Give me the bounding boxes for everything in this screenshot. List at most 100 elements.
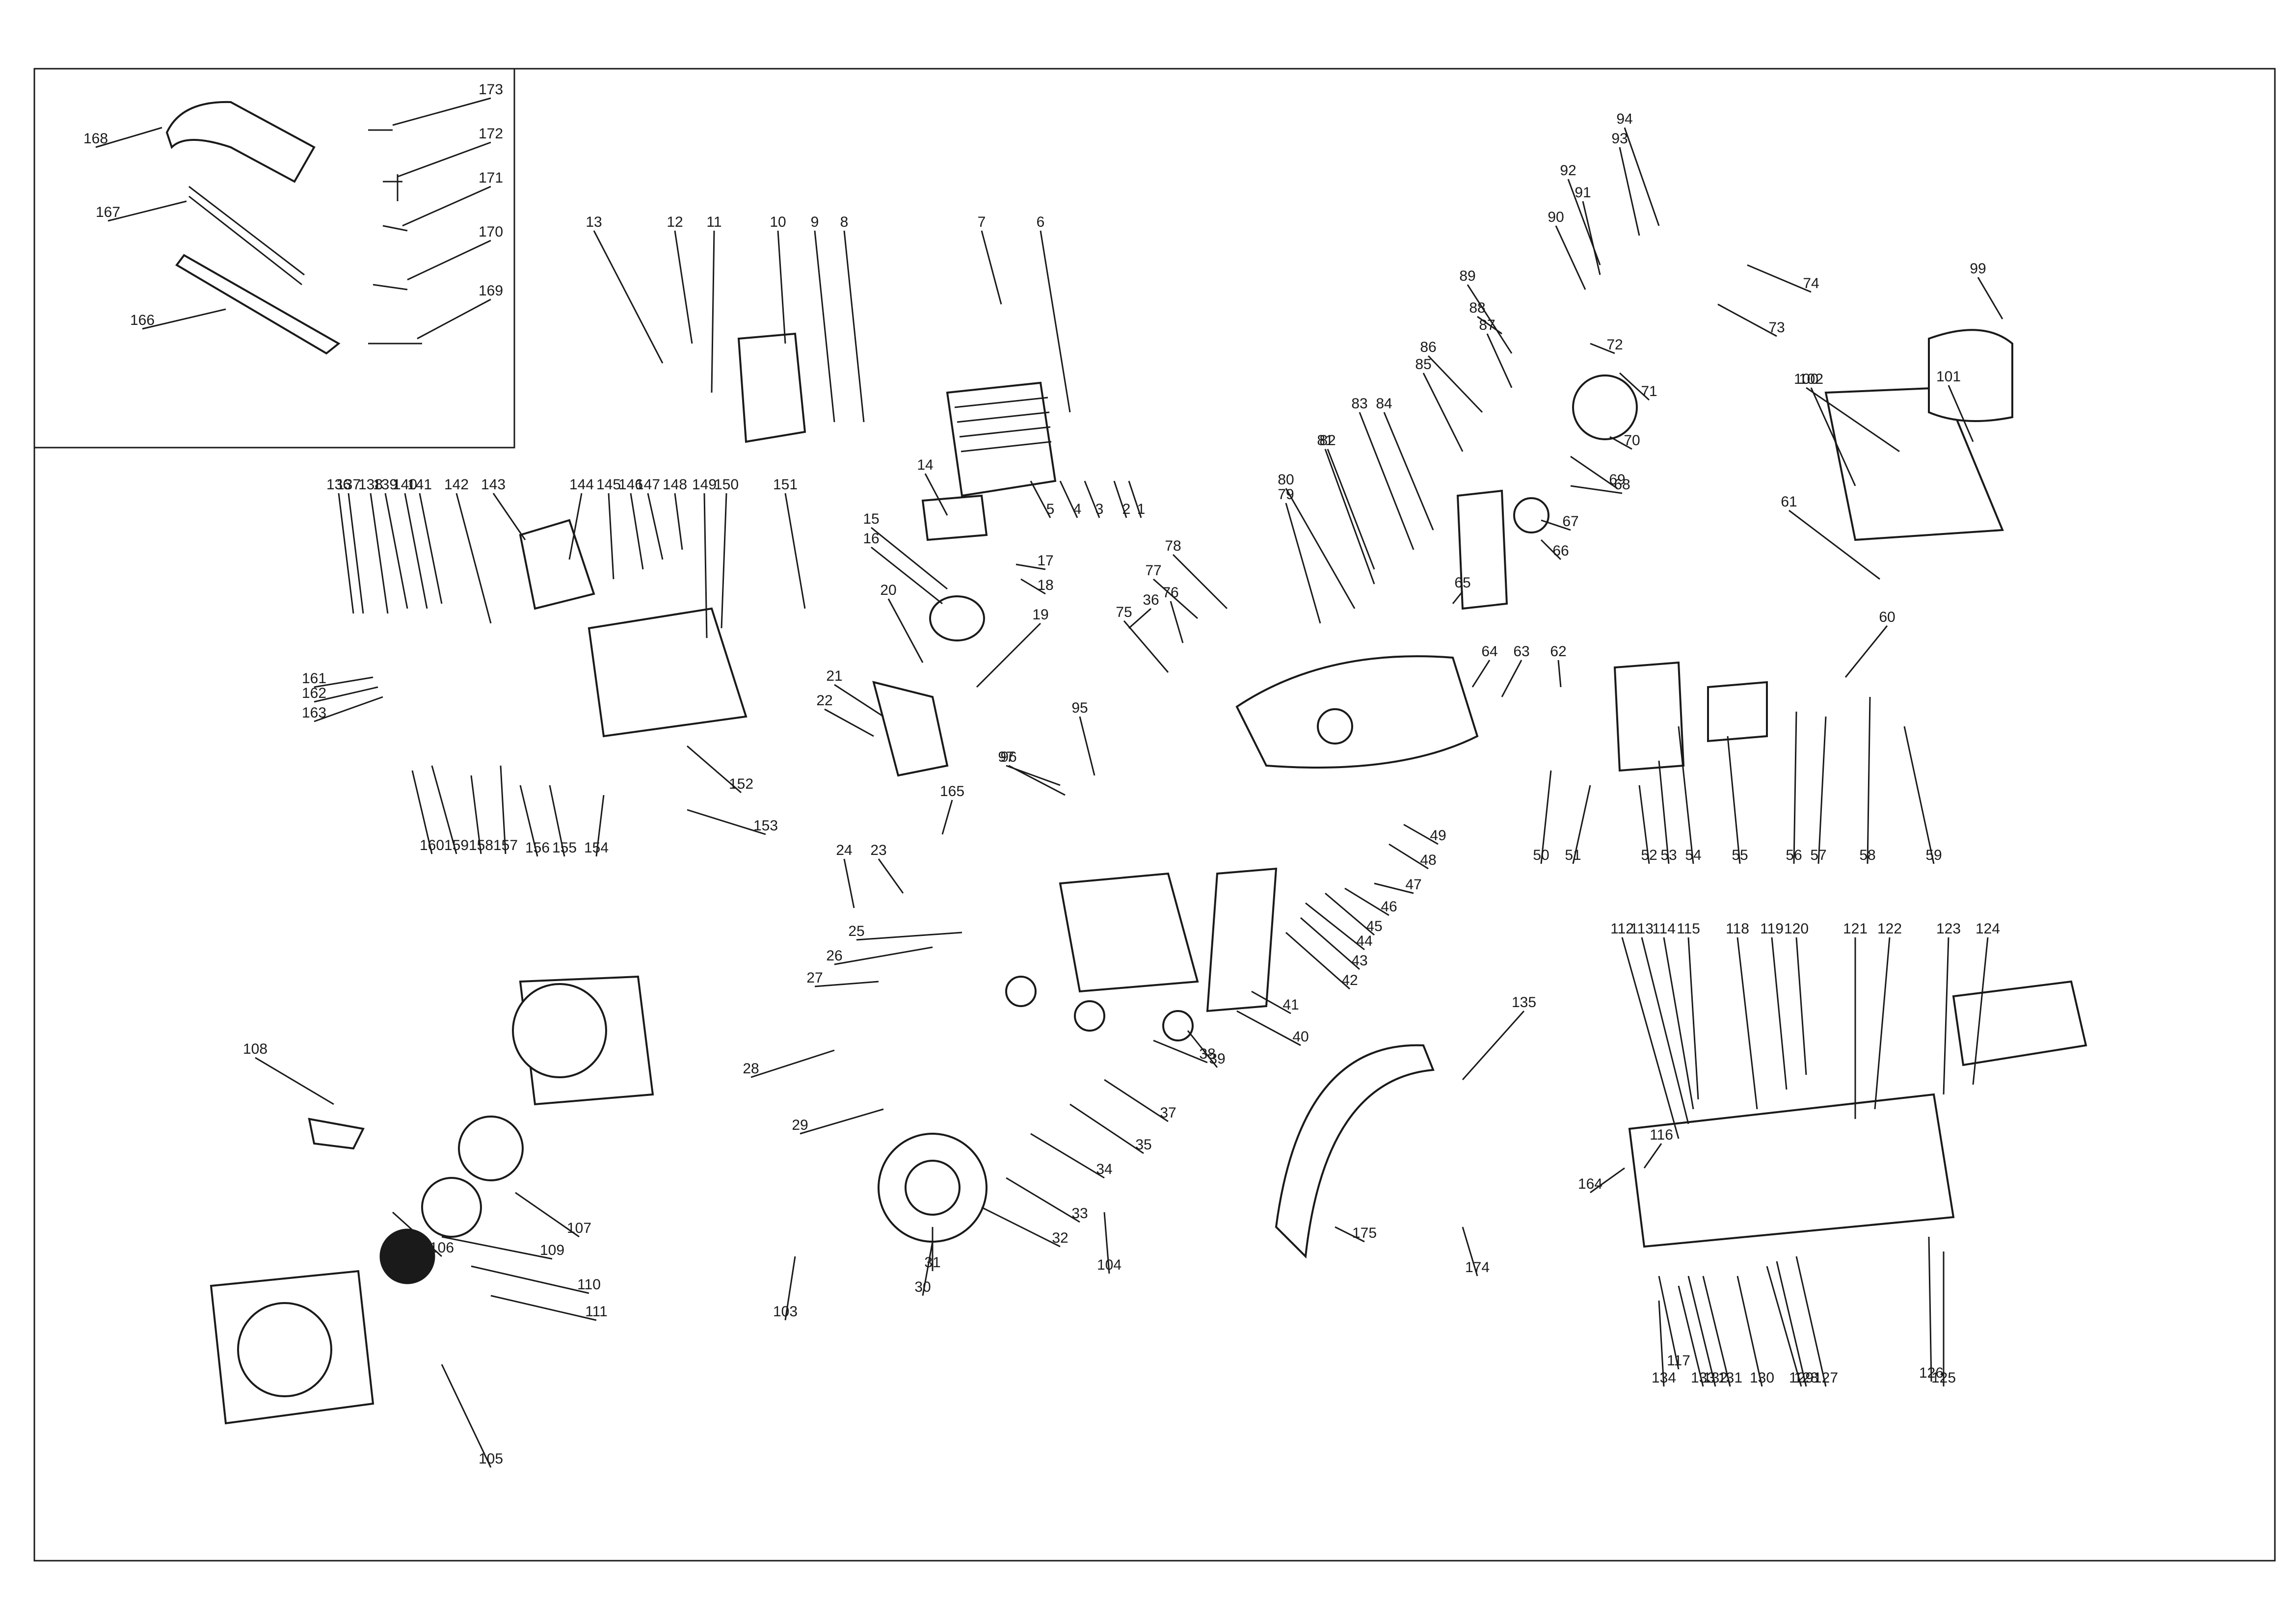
part-label-11: 11 [706, 214, 721, 230]
leader-line-18 [1020, 578, 1046, 595]
part-label-115: 115 [1677, 921, 1700, 937]
leader-line-27 [814, 981, 879, 987]
part-label-137: 137 [336, 477, 361, 493]
leader-line-105 [441, 1364, 492, 1468]
leader-line-80 [1285, 488, 1356, 609]
part-label-166: 166 [130, 312, 155, 328]
part-label-4: 4 [1073, 501, 1082, 517]
leader-line-21 [834, 684, 884, 718]
part-label-130: 130 [1750, 1370, 1774, 1386]
leader-line-76 [1170, 601, 1184, 643]
leader-line-103 [784, 1256, 796, 1321]
leader-line-101 [1948, 385, 1974, 442]
part-label-124: 124 [1976, 921, 2000, 937]
leader-line-35 [1069, 1103, 1144, 1154]
starter-group [210, 975, 654, 1425]
leader-line-115 [1687, 937, 1699, 1100]
leader-line-156 [519, 785, 538, 857]
part-label-149: 149 [692, 477, 717, 493]
leader-line-60 [1844, 625, 1888, 678]
leader-line-44 [1305, 902, 1365, 951]
leader-line-100 [1806, 387, 1900, 453]
part-label-173: 173 [479, 81, 503, 98]
leader-line-75 [1123, 620, 1169, 673]
part-label-74: 74 [1803, 275, 1819, 292]
part-label-10: 10 [770, 214, 786, 230]
part-label-167: 167 [96, 204, 120, 220]
part-label-34: 34 [1096, 1161, 1112, 1177]
leader-line-114 [1663, 937, 1694, 1110]
leader-line-85 [1422, 373, 1464, 452]
leader-line-174 [1462, 1226, 1478, 1277]
part-label-132: 132 [1703, 1370, 1728, 1386]
pulley-shape [458, 1116, 524, 1181]
clutch-group [1456, 329, 2013, 772]
housing-ring [512, 983, 607, 1078]
part-label-45: 45 [1366, 918, 1382, 934]
leader-line-1 [1128, 480, 1142, 518]
part-label-77: 77 [1145, 562, 1161, 579]
leader-line-104 [1103, 1212, 1110, 1274]
part-label-20: 20 [880, 582, 896, 598]
part-label-86: 86 [1420, 339, 1436, 355]
part-label-148: 148 [663, 477, 687, 493]
part-label-127: 127 [1814, 1370, 1838, 1386]
part-label-50: 50 [1533, 847, 1549, 863]
part-label-8: 8 [840, 214, 849, 230]
leader-line-68 [1570, 485, 1623, 494]
leader-line-148 [674, 493, 683, 550]
part-label-105: 105 [479, 1451, 503, 1467]
leader-line-54 [1678, 726, 1694, 864]
part-label-146: 146 [618, 477, 643, 493]
part-label-25: 25 [848, 923, 864, 939]
tools-shapes [368, 129, 422, 345]
leader-line-130 [1736, 1276, 1763, 1387]
part-label-23: 23 [870, 842, 886, 858]
leader-line-2 [1113, 480, 1127, 518]
part-label-69: 69 [1609, 472, 1625, 488]
leader-line-133 [1678, 1285, 1704, 1387]
part-label-80: 80 [1278, 472, 1294, 488]
part-label-46: 46 [1381, 899, 1397, 915]
crankcase-half-shape [1059, 872, 1199, 993]
part-label-123: 123 [1936, 921, 1961, 937]
leader-line-19 [976, 622, 1041, 688]
leader-line-61 [1789, 509, 1880, 580]
part-label-107: 107 [567, 1220, 591, 1236]
starter-grille [237, 1302, 332, 1397]
part-label-175: 175 [1352, 1225, 1377, 1241]
leader-line-58 [1867, 696, 1871, 864]
part-label-48: 48 [1420, 852, 1436, 868]
part-label-152: 152 [729, 776, 753, 792]
leader-line-51 [1572, 785, 1591, 864]
part-label-163: 163 [302, 705, 326, 721]
flywheel-hub [905, 1160, 961, 1216]
leader-line-87 [1486, 333, 1513, 388]
part-label-57: 57 [1810, 847, 1826, 863]
leader-line-28 [750, 1049, 835, 1078]
part-label-17: 17 [1037, 553, 1053, 569]
part-label-28: 28 [743, 1061, 759, 1077]
leader-line-146 [630, 493, 644, 570]
part-label-43: 43 [1351, 953, 1367, 969]
part-label-126: 126 [1919, 1365, 1944, 1381]
part-label-104: 104 [1097, 1257, 1121, 1273]
part-label-65: 65 [1454, 575, 1470, 591]
part-label-22: 22 [816, 692, 832, 709]
leader-line-113 [1641, 937, 1689, 1124]
part-label-76: 76 [1162, 585, 1178, 601]
part-label-111: 111 [585, 1304, 608, 1320]
part-label-72: 72 [1606, 337, 1623, 353]
leader-line-111 [490, 1295, 597, 1321]
part-label-36: 36 [1143, 592, 1159, 608]
leader-line-90 [1555, 225, 1586, 290]
part-label-118: 118 [1726, 921, 1749, 937]
leader-line-22 [824, 708, 874, 737]
leader-line-172 [397, 141, 491, 178]
leader-line-143 [492, 493, 526, 540]
part-label-169: 169 [479, 283, 503, 299]
leader-line-129 [1766, 1266, 1802, 1387]
leader-line-41 [1251, 990, 1291, 1014]
leader-line-99 [1977, 277, 2003, 319]
part-label-35: 35 [1135, 1137, 1151, 1153]
